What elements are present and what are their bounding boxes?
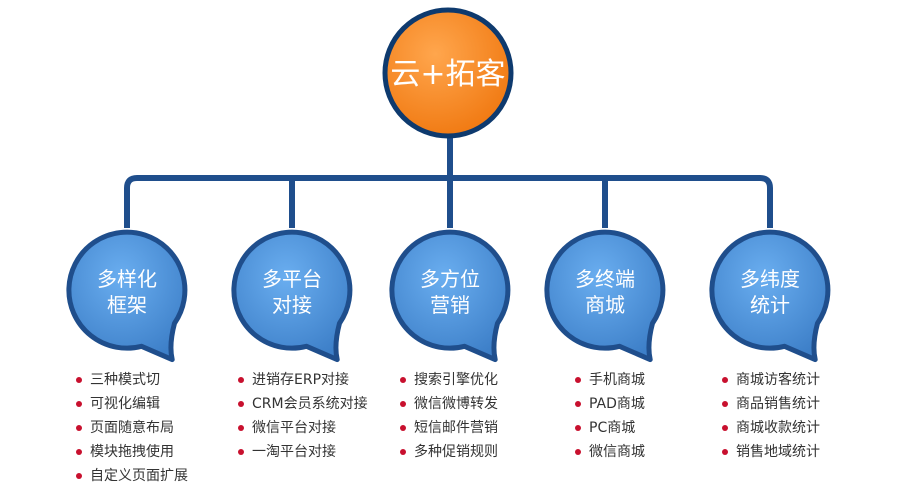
list-item-label: 多种促销规则 xyxy=(414,444,498,460)
list-item-label: 页面随意布局 xyxy=(90,420,174,436)
list-item: 商城访客统计 xyxy=(722,368,820,392)
list-item: CRM会员系统对接 xyxy=(238,392,368,416)
bullet-icon xyxy=(76,401,82,407)
list-item: PC商城 xyxy=(575,416,645,440)
branch-label-line: 对接 xyxy=(272,293,312,317)
list-item-label: PAD商城 xyxy=(589,396,645,412)
list-item-label: 商城访客统计 xyxy=(736,372,820,388)
branch-label-line: 多纬度 xyxy=(740,267,800,291)
bullet-icon xyxy=(76,449,82,455)
bullet-icon xyxy=(238,377,244,383)
bullet-icon xyxy=(400,401,406,407)
list-item-label: 微信商城 xyxy=(589,444,645,460)
list-item-label: 进销存ERP对接 xyxy=(252,372,350,388)
speech-bubble-shape xyxy=(66,229,188,363)
list-item-label: 商品销售统计 xyxy=(736,396,820,412)
list-item: 微信微博转发 xyxy=(400,392,498,416)
list-item: 三种模式切 xyxy=(76,368,188,392)
list-item: PAD商城 xyxy=(575,392,645,416)
bullet-icon xyxy=(76,425,82,431)
list-item-label: 商城收款统计 xyxy=(736,420,820,436)
bullet-icon xyxy=(400,425,406,431)
list-item: 微信商城 xyxy=(575,440,645,464)
list-item-label: CRM会员系统对接 xyxy=(252,396,368,412)
list-item-label: 微信平台对接 xyxy=(252,420,336,436)
list-item-label: 微信微博转发 xyxy=(414,396,498,412)
list-item-label: 手机商城 xyxy=(589,372,645,388)
bullet-icon xyxy=(722,425,728,431)
list-item: 一淘平台对接 xyxy=(238,440,368,464)
bullet-icon xyxy=(722,377,728,383)
list-item-label: 一淘平台对接 xyxy=(252,444,336,460)
list-item-label: 搜索引擎优化 xyxy=(414,372,498,388)
list-item: 页面随意布局 xyxy=(76,416,188,440)
bullet-icon xyxy=(722,449,728,455)
bullet-icon xyxy=(238,425,244,431)
bullet-icon xyxy=(575,377,581,383)
branch-5-list: 商城访客统计商品销售统计商城收款统计销售地域统计 xyxy=(722,368,820,464)
list-item: 可视化编辑 xyxy=(76,392,188,416)
list-item: 进销存ERP对接 xyxy=(238,368,368,392)
bullet-icon xyxy=(400,377,406,383)
branch-label-line: 多终端 xyxy=(575,267,635,291)
list-item-label: 可视化编辑 xyxy=(90,396,160,412)
list-item-label: 自定义页面扩展 xyxy=(90,468,188,484)
list-item-label: PC商城 xyxy=(589,420,636,436)
branch-3-list: 搜索引擎优化微信微博转发短信邮件营销多种促销规则 xyxy=(400,368,498,464)
list-item: 短信邮件营销 xyxy=(400,416,498,440)
branch-label-line: 多样化 xyxy=(97,267,157,291)
list-item: 手机商城 xyxy=(575,368,645,392)
connector-lines xyxy=(124,138,773,228)
speech-bubble-shape xyxy=(389,229,511,363)
speech-bubble-shape xyxy=(231,229,353,363)
speech-bubble-shape xyxy=(544,229,666,363)
root-node: 云+拓客 xyxy=(382,7,514,139)
list-item: 商品销售统计 xyxy=(722,392,820,416)
bullet-icon xyxy=(238,449,244,455)
bullet-icon xyxy=(575,401,581,407)
bullet-icon xyxy=(76,377,82,383)
branch-label-line: 多方位 xyxy=(420,267,480,291)
branch-2-list: 进销存ERP对接 CRM会员系统对接微信平台对接一淘平台对接 xyxy=(238,368,368,464)
root-label: 云+拓客 xyxy=(390,57,505,92)
branch-1-list: 三种模式切可视化编辑页面随意布局模块拖拽使用自定义页面扩展 xyxy=(76,368,188,488)
list-item-label: 模块拖拽使用 xyxy=(90,444,174,460)
list-item-label: 三种模式切 xyxy=(90,372,160,388)
branch-label-line: 营销 xyxy=(430,293,470,317)
list-item: 多种促销规则 xyxy=(400,440,498,464)
bullet-icon xyxy=(76,473,82,479)
bullet-icon xyxy=(575,449,581,455)
branch-label-line: 统计 xyxy=(750,293,790,317)
list-item: 商城收款统计 xyxy=(722,416,820,440)
list-item: 搜索引擎优化 xyxy=(400,368,498,392)
list-item-label: 销售地域统计 xyxy=(736,444,820,460)
list-item-label: 短信邮件营销 xyxy=(414,420,498,436)
bullet-icon xyxy=(575,425,581,431)
list-item: 销售地域统计 xyxy=(722,440,820,464)
bullet-icon xyxy=(238,401,244,407)
speech-bubble-shape xyxy=(709,229,831,363)
list-item: 自定义页面扩展 xyxy=(76,464,188,488)
branch-label-line: 多平台 xyxy=(262,267,322,291)
list-item: 微信平台对接 xyxy=(238,416,368,440)
list-item: 模块拖拽使用 xyxy=(76,440,188,464)
bullet-icon xyxy=(722,401,728,407)
branch-4-list: 手机商城 PAD商城 PC商城微信商城 xyxy=(575,368,645,464)
branch-label-line: 商城 xyxy=(585,293,625,317)
bullet-icon xyxy=(400,449,406,455)
branch-label-line: 框架 xyxy=(107,293,147,317)
